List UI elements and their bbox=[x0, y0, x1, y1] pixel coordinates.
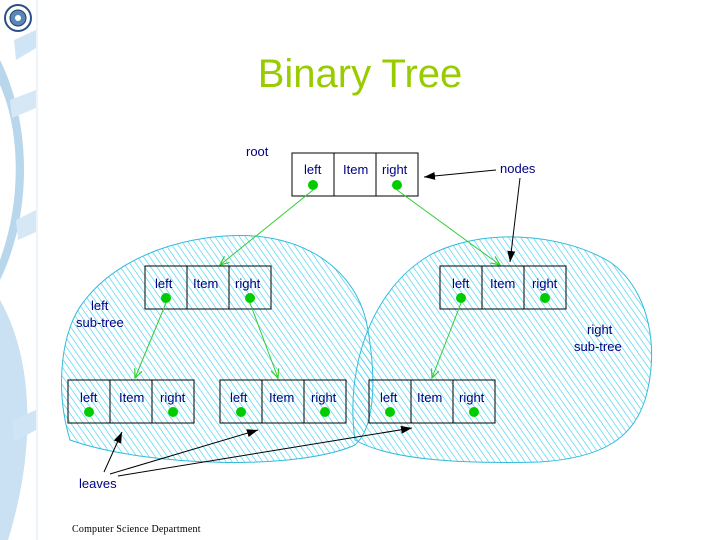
node-item-label: Item bbox=[269, 390, 294, 405]
footer-department: Computer Science Department bbox=[72, 524, 201, 535]
left-pointer-dot bbox=[308, 180, 318, 190]
node-left-label: left bbox=[155, 276, 173, 291]
left-pointer-dot bbox=[84, 407, 94, 417]
node-left-label: left bbox=[304, 162, 322, 177]
left-pointer-dot bbox=[385, 407, 395, 417]
node-left-label: left bbox=[80, 390, 98, 405]
nodes-callout-arrow bbox=[507, 177, 521, 263]
node-item-label: Item bbox=[193, 276, 218, 291]
left-subtree-label-line1: left bbox=[91, 298, 109, 313]
right-pointer-dot bbox=[168, 407, 178, 417]
node-leaf-2: left Item right bbox=[219, 379, 347, 424]
leaves-callout-arrow bbox=[103, 431, 123, 473]
nodes-callout-arrow bbox=[423, 169, 497, 180]
root-label: root bbox=[246, 144, 269, 159]
node-right-label: right bbox=[382, 162, 408, 177]
node-left-child: left Item right bbox=[144, 265, 272, 310]
node-item-label: Item bbox=[343, 162, 368, 177]
leaves-callout-arrow bbox=[117, 425, 413, 477]
node-left-label: left bbox=[230, 390, 248, 405]
right-pointer-dot bbox=[540, 293, 550, 303]
pointer-arrow bbox=[396, 189, 500, 265]
left-pointer-dot bbox=[456, 293, 466, 303]
side-decoration bbox=[0, 0, 38, 540]
node-leaf-1: left Item right bbox=[67, 379, 195, 424]
left-pointer-dot bbox=[236, 407, 246, 417]
node-item-label: Item bbox=[417, 390, 442, 405]
left-subtree-region bbox=[61, 235, 374, 463]
right-pointer-dot bbox=[245, 293, 255, 303]
node-leaf-3: left Item right bbox=[368, 379, 496, 424]
university-seal-logo bbox=[4, 4, 32, 32]
slide-title: Binary Tree bbox=[257, 52, 463, 96]
right-pointer-dot bbox=[392, 180, 402, 190]
right-subtree-label-line2: sub-tree bbox=[574, 339, 622, 354]
pointer-arrow bbox=[432, 302, 462, 378]
node-left-label: left bbox=[380, 390, 398, 405]
node-right-label: right bbox=[311, 390, 337, 405]
node-right-child: left Item right bbox=[439, 265, 567, 310]
node-item-label: Item bbox=[119, 390, 144, 405]
node-root: left Item right bbox=[291, 152, 419, 197]
left-subtree-label-line2: sub-tree bbox=[76, 315, 124, 330]
node-right-label: right bbox=[235, 276, 261, 291]
nodes-label: nodes bbox=[500, 161, 536, 176]
right-pointer-dot bbox=[320, 407, 330, 417]
left-pointer-dot bbox=[161, 293, 171, 303]
leaves-callout-arrow bbox=[109, 429, 259, 475]
leaves-label: leaves bbox=[79, 476, 117, 491]
node-right-label: right bbox=[459, 390, 485, 405]
right-subtree-label-line1: right bbox=[587, 322, 613, 337]
node-right-label: right bbox=[532, 276, 558, 291]
right-subtree-region bbox=[352, 236, 653, 463]
node-left-label: left bbox=[452, 276, 470, 291]
node-item-label: Item bbox=[490, 276, 515, 291]
right-pointer-dot bbox=[469, 407, 479, 417]
pointer-arrow bbox=[249, 302, 278, 378]
node-right-label: right bbox=[160, 390, 186, 405]
pointer-arrow bbox=[220, 189, 314, 265]
pointer-arrow bbox=[135, 302, 167, 378]
